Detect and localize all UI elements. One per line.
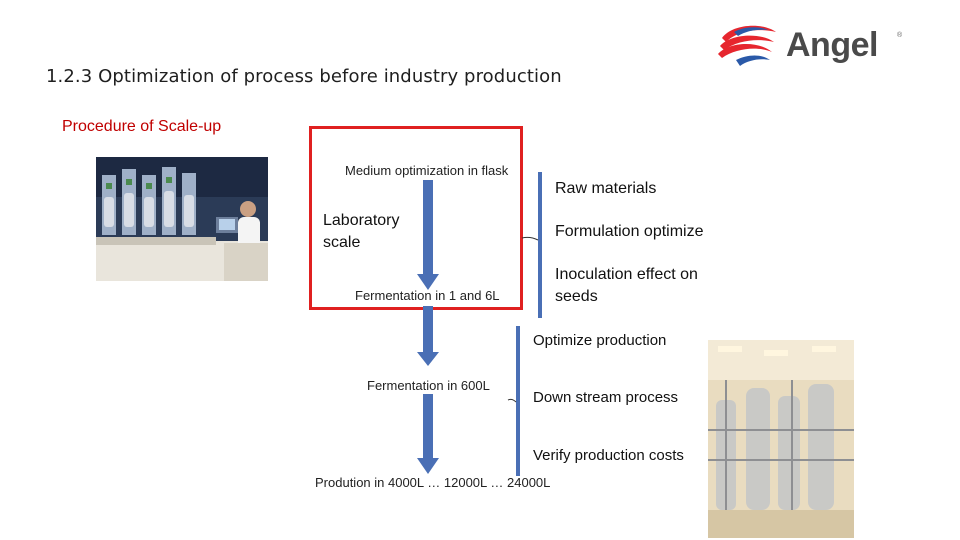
note-verify-production-costs: Verify production costs — [533, 447, 684, 464]
note-formulation-optimize: Formulation optimize — [555, 223, 704, 240]
angel-logo: Angel ® — [714, 20, 914, 74]
laboratory-scale-line2: scale — [323, 234, 361, 251]
note-down-stream-process: Down stream process — [533, 389, 679, 406]
note-optimize-production: Optimize production — [533, 332, 667, 349]
arrow-down-icon — [417, 306, 439, 366]
note-inoculation-effect: Inoculation effect on seeds — [555, 264, 698, 308]
note-raw-materials: Raw materials — [555, 180, 657, 197]
slide-title: 1.2.3 Optimization of process before ind… — [46, 66, 562, 87]
slide-subtitle: Procedure of Scale-up — [62, 118, 222, 135]
note-inoculation-line2: seeds — [555, 288, 598, 305]
step-production-scale: Prodution in 4000L … 12000L … 24000L — [315, 475, 551, 490]
registered-mark: ® — [897, 32, 903, 39]
step-medium-optimization: Medium optimization in flask — [345, 163, 509, 178]
step-fermentation-600l: Fermentation in 600L — [367, 378, 490, 393]
laboratory-scale-line1: Laboratory — [323, 212, 400, 229]
lab-notes-bracket — [521, 172, 542, 318]
pilot-notes-bracket — [507, 326, 520, 476]
angel-logo-text: Angel — [786, 26, 878, 64]
plant-photo — [708, 340, 854, 538]
laboratory-scale-highlight — [309, 126, 523, 310]
laboratory-scale-label: Laboratory scale — [323, 210, 400, 254]
angel-swirl-icon — [718, 25, 776, 66]
note-inoculation-line1: Inoculation effect on — [555, 266, 698, 283]
step-fermentation-1-6l: Fermentation in 1 and 6L — [355, 288, 500, 303]
lab-photo — [96, 157, 268, 281]
arrow-down-icon — [417, 394, 439, 474]
